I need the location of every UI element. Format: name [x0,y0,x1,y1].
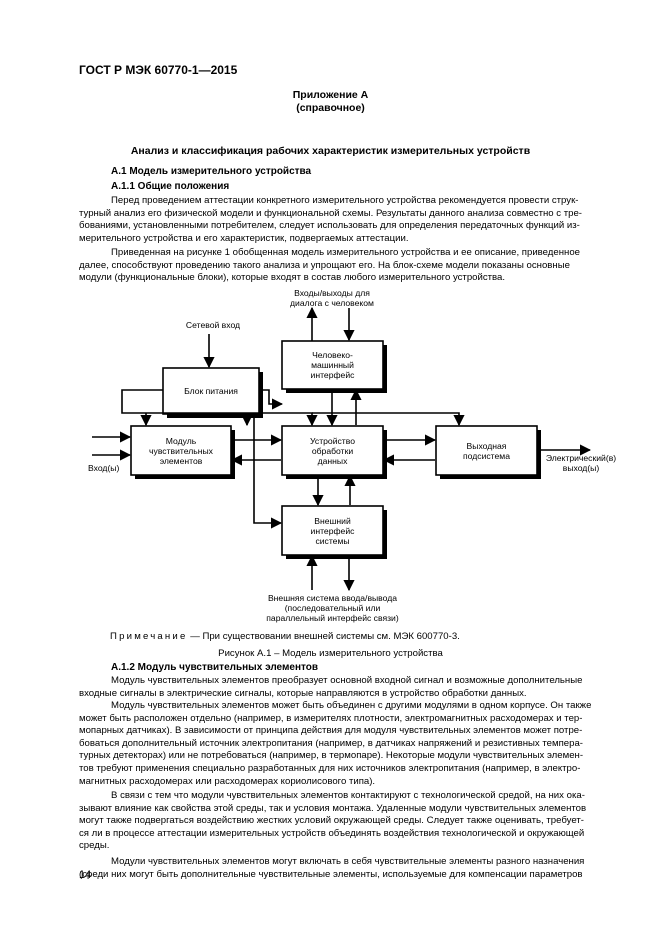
note-text: — При существовании внешней системы см. … [187,631,460,642]
block-hmi: Человеко- машинный интерфейс [282,350,383,380]
text-line: (последовательный или [284,603,381,613]
text-line: (среди них могут быть дополнительные чув… [79,868,583,880]
text-line: Выходная [466,441,507,451]
text-line: чувствительных [149,446,213,456]
text-line: машинный [311,360,354,370]
paragraph-a11-2: Приведенная на рисунке 1 обобщенная моде… [79,247,615,285]
text-line: Приведенная на рисунке 1 обобщенная моде… [111,247,581,258]
text-line: Входы/выходы для [294,288,370,298]
text-line: может быть расположен отдельно (например… [79,712,583,724]
figure-note: Примечание — При существовании внешней с… [110,631,460,642]
text-line: магнитных расходомерах или расходомерах … [79,775,376,787]
label-inputs: Вход(ы) [88,463,120,473]
paragraph-a11-1: Перед проведением аттестации конкретного… [79,195,615,245]
block-power-supply: Блок питания [184,386,238,396]
standard-header: ГОСТ Р МЭК 60770-1—2015 [79,63,238,77]
label-mains-input: Сетевой вход [185,320,241,330]
section-title: Анализ и классификация рабочих характери… [130,145,531,157]
heading-a11: А.1.1 Общие положения [111,181,230,192]
text-line: Электрический(в) [545,453,617,463]
text-line: интерфейс [310,370,355,380]
text-line: Модули чувствительных элементов могут вк… [111,856,585,867]
text-line: входные сигналы в электрические сигналы,… [79,687,527,699]
text-line: Внешняя система ввода/вывода [267,593,398,603]
label-electrical-output: Электрический(в) выход(ы) [541,453,621,473]
text-line: обработки [311,446,354,456]
page-number: 14 [79,869,92,881]
text-line: диалога с человеком [290,298,374,308]
heading-a12: А.1.2 Модуль чувствительных элементов [111,662,319,673]
block-sensor-module: Модуль чувствительных элементов [131,436,231,466]
text-line: интерфейс [310,526,355,536]
text-line: Устройство [310,436,355,446]
block-output-subsystem: Выходная подсистема [436,441,537,461]
text-line: могут также подвергаться воздействию жес… [79,815,584,827]
text-line: модули (функциональные блоки), которые в… [79,272,506,284]
text-line: данных [317,456,348,466]
text-line: тов требуют применения специально разраб… [79,762,581,774]
text-line: далее, способствуют проведению такого ан… [79,259,570,271]
paragraph-a12-4: Модули чувствительных элементов могут вк… [79,856,615,881]
text-line: турный анализ его физической модели и фу… [79,207,582,219]
text-line: бованиями, установленными потребителем, … [79,220,580,232]
text-line: мерительного устройства и его характерис… [79,232,409,244]
label-io-dialog: Входы/выходы для диалога с человеком [262,288,402,308]
paragraph-a12-1: Модуль чувствительных элементов преобраз… [79,675,615,700]
text-line: подсистема [463,451,510,461]
text-line: системы [315,536,350,546]
text-line: Модуль чувствительных элементов может бы… [111,700,592,711]
text-line: турных детекторах) или не потребоваться … [79,750,584,762]
note-label: Примечание [110,631,188,642]
annex-title: Приложение А [292,89,369,101]
text-line: параллельный интерфейс связи) [266,613,399,623]
text-line: зывают влияние как свойства этой среды, … [79,802,587,814]
heading-a1: А.1 Модель измерительного устройства [111,166,312,177]
figure-caption: Рисунок А.1 – Модель измерительного устр… [218,648,443,659]
text-line: Внешний [314,516,351,526]
block-data-processing: Устройство обработки данных [282,436,383,466]
text-line: выход(ы) [562,463,600,473]
text-line: элементов [159,456,203,466]
block-external-interface: Внешний интерфейс системы [282,516,383,546]
text-line: Перед проведением аттестации конкретного… [111,195,579,206]
text-line: Человеко- [312,350,353,360]
text-line: мопарных датчиках). В зависимости от при… [79,725,583,737]
annex-kind: (справочное) [296,102,365,114]
paragraph-a12-3: В связи с тем что модули чувствительных … [79,790,615,853]
text-line: ся ли в процессе аттестации измерительны… [79,827,585,839]
text-line: среды. [79,840,110,852]
text-line: Модуль чувствительных элементов преобраз… [111,675,583,686]
text-line: В связи с тем что модули чувствительных … [111,790,585,801]
label-external-system: Внешняя система ввода/вывода (последоват… [240,593,425,623]
paragraph-a12-2: Модуль чувствительных элементов может бы… [79,700,615,788]
text-line: боваться дополнительный источник электро… [79,737,583,749]
text-line: Модуль [165,436,197,446]
